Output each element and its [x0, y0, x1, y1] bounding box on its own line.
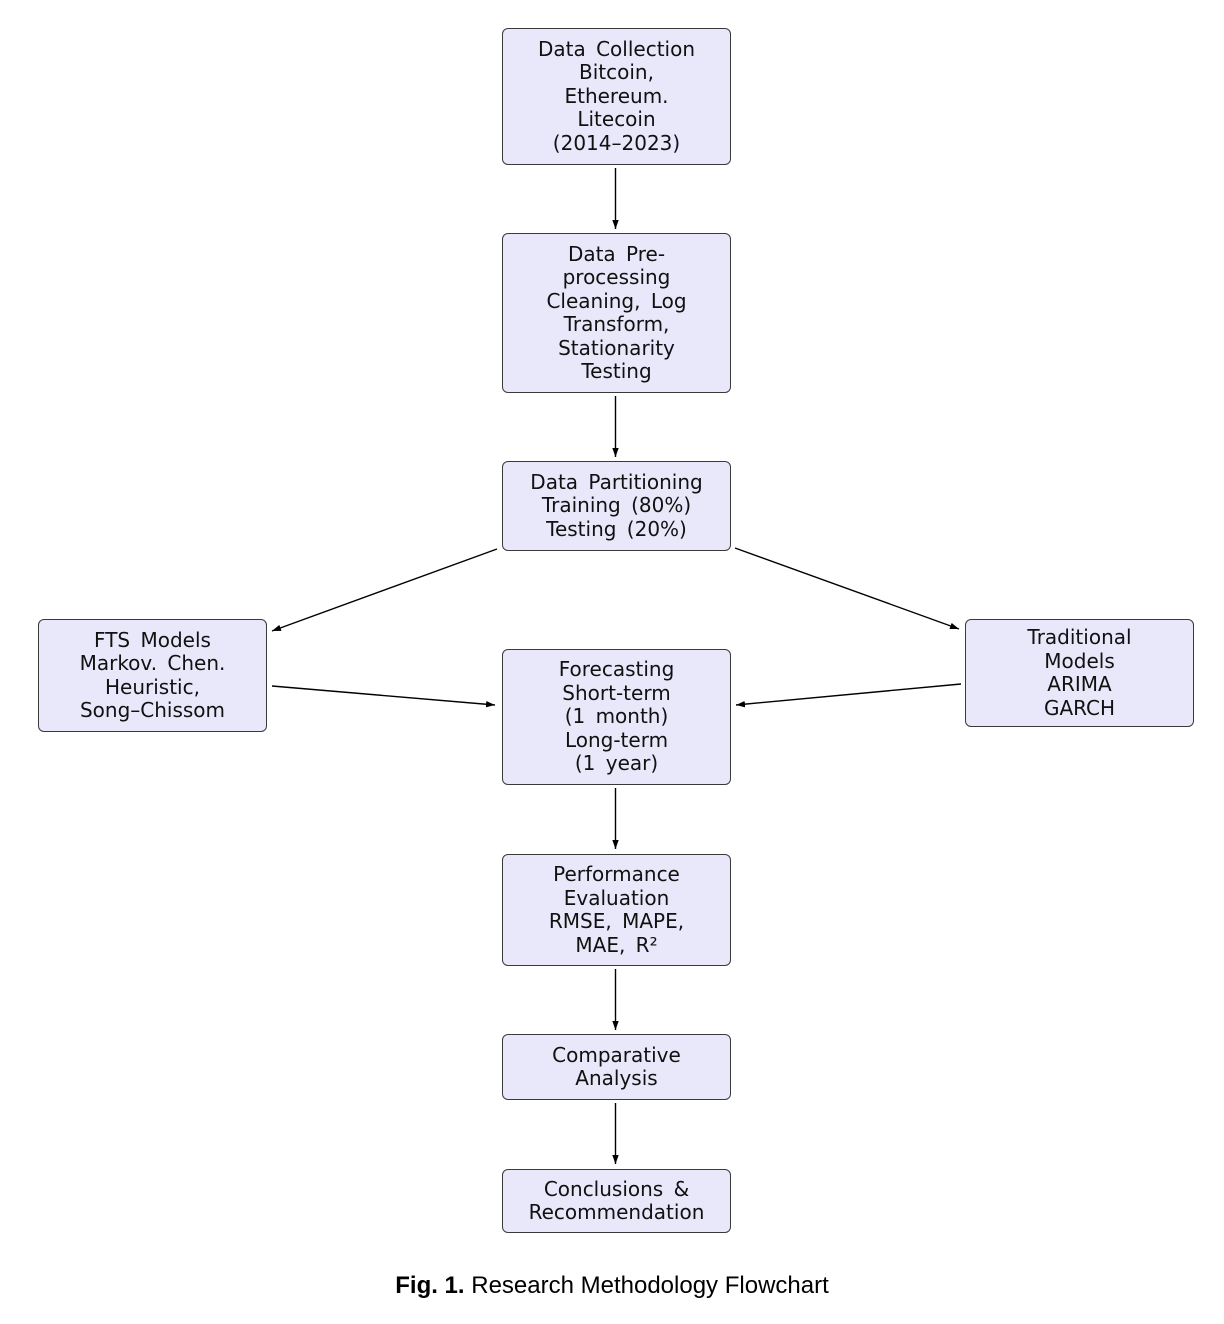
node-line: Traditional	[1027, 625, 1132, 649]
node-line: Testing (20%)	[546, 516, 687, 541]
figure-caption: Fig. 1. Research Methodology Flowchart	[0, 1272, 1224, 1300]
node-line: Litecoin	[577, 107, 656, 132]
node-line: Cleaning, Log	[546, 288, 687, 313]
node-line: Stationarity	[558, 335, 675, 360]
node-line: Comparative	[552, 1042, 681, 1067]
edge-fts-models-to-forecasting	[271, 685, 496, 708]
traditional-models-node: Traditional Models ARIMA GARCH	[965, 619, 1194, 727]
node-line: Data Partitioning	[530, 469, 703, 494]
node-line: Recommendation	[528, 1200, 705, 1224]
fts-models-node: FTS Models Markov. Chen. Heuristic, Song…	[38, 619, 267, 732]
node-line: Ethereum.	[564, 83, 669, 108]
node-line: Bitcoin,	[579, 60, 654, 85]
node-line: Song–Chissom	[79, 698, 226, 722]
node-line: Testing	[581, 359, 652, 383]
node-line: Analysis	[575, 1066, 658, 1090]
node-line: (2014–2023)	[552, 130, 681, 155]
node-line: Performance	[553, 862, 680, 886]
data-preprocessing-node: Data Pre- processing Cleaning, Log Trans…	[502, 233, 731, 393]
node-line: GARCH	[1043, 695, 1116, 720]
node-line: Conclusions &	[543, 1176, 690, 1201]
node-line: Short-term	[562, 680, 671, 705]
node-line: (1 year)	[574, 751, 659, 776]
node-line: Heuristic,	[105, 674, 200, 699]
node-line: Training (80%)	[541, 493, 692, 518]
figure-caption-text: Research Methodology Flowchart	[471, 1272, 829, 1299]
figure-caption-label: Fig. 1.	[395, 1272, 465, 1299]
data-partitioning-node: Data Partitioning Training (80%) Testing…	[502, 461, 731, 551]
node-line: FTS Models	[94, 627, 211, 652]
node-line: ARIMA	[1047, 672, 1112, 696]
node-line: Data Collection	[537, 36, 696, 61]
conclusions-node: Conclusions & Recommendation	[502, 1169, 731, 1233]
edge-partitioning-to-traditional	[734, 547, 960, 630]
node-line: MAE, R²	[575, 932, 658, 957]
node-line: processing	[562, 265, 671, 289]
edge-traditional-to-forecasting	[735, 683, 962, 708]
forecasting-node: Forecasting Short-term (1 month) Long-te…	[502, 649, 731, 785]
node-line: Models	[1044, 648, 1115, 673]
node-line: Data Pre-	[567, 241, 666, 266]
performance-evaluation-node: Performance Evaluation RMSE, MAPE, MAE, …	[502, 854, 731, 966]
node-line: Forecasting	[558, 657, 675, 682]
edge-partitioning-to-fts-models	[271, 548, 498, 632]
node-line: Transform,	[563, 312, 670, 336]
comparative-analysis-node: Comparative Analysis	[502, 1034, 731, 1100]
node-line: (1 month)	[564, 704, 669, 729]
data-collection-node: Data Collection Bitcoin, Ethereum. Litec…	[502, 28, 731, 165]
node-line: RMSE, MAPE,	[548, 909, 685, 933]
node-line: Evaluation	[563, 885, 670, 910]
node-line: Markov. Chen.	[79, 651, 226, 675]
node-line: Long-term	[564, 727, 669, 752]
